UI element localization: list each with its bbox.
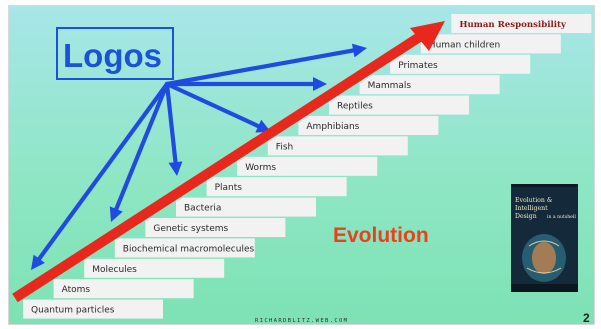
ladder-step-block xyxy=(298,116,439,135)
ladder-step-block xyxy=(23,299,163,319)
blue-arrowhead xyxy=(313,77,327,91)
blue-arrow-shaft xyxy=(164,81,261,129)
ladder-step: Worms xyxy=(237,156,378,176)
ladder-step-label: Worms xyxy=(245,163,276,173)
blue-arrowhead xyxy=(351,43,367,58)
blue-arrowhead xyxy=(31,254,45,270)
ladder-step-block xyxy=(420,34,561,54)
blue-arrowhead xyxy=(109,206,123,222)
ladder-step-label: Human children xyxy=(429,40,500,50)
ladder-step: Amphibians xyxy=(298,116,439,135)
logos-blue-arrows xyxy=(31,43,367,270)
ladder-step-label: Primates xyxy=(398,61,438,71)
ladder-step-label: Mammals xyxy=(368,81,412,91)
ladder-step-block xyxy=(176,197,316,217)
ladder-step-block xyxy=(145,218,286,237)
blue-arrowhead xyxy=(255,119,271,133)
ladder-step-label: Atoms xyxy=(62,285,91,295)
ladder-step: Fish xyxy=(267,136,408,156)
evolution-label: Evolution xyxy=(333,224,429,247)
ladder-step: Bacteria xyxy=(176,197,316,217)
red-arrowhead xyxy=(410,21,445,51)
ladder-step: Plants xyxy=(206,177,347,197)
ladder-step-block xyxy=(53,279,194,299)
ladder-step: Primates xyxy=(390,54,531,74)
page-number: 2 xyxy=(583,311,590,324)
footer-url: RICHARDBLITZ.WEB.COM xyxy=(255,318,348,324)
ladder-step: Human children xyxy=(420,34,561,54)
ladder-step: Biochemical macromolecules xyxy=(114,238,255,258)
logos-box xyxy=(56,27,174,80)
blue-arrow-shaft xyxy=(164,81,178,165)
ladder-step: Atoms xyxy=(53,279,194,299)
book-subtitle: in a nutshell xyxy=(547,214,576,220)
ladder-step-label: Reptiles xyxy=(337,102,373,112)
ladder-step-label: Human Responsibility xyxy=(459,20,567,30)
book-title-line-3: Design xyxy=(515,213,537,220)
ladder-step-block xyxy=(329,95,469,115)
blue-arrow-shaft xyxy=(164,48,356,87)
ladder-step: Molecules xyxy=(84,258,225,278)
ladder-step-block xyxy=(237,156,378,176)
ladder-step-label: Bacteria xyxy=(184,204,221,214)
blue-arrow-shaft xyxy=(37,81,170,261)
ladder-step: Quantum particles xyxy=(23,299,163,319)
book-cover: Evolution & Intelligent Design in a nuts… xyxy=(511,184,578,292)
ladder-step: Genetic systems xyxy=(145,218,286,237)
ladder-step: Human Responsibility xyxy=(451,14,592,33)
evolution-diagonal-arrow xyxy=(12,21,445,303)
ladder-step-block xyxy=(451,14,592,33)
ladder-step: Mammals xyxy=(359,75,500,95)
ladder-step-block xyxy=(267,136,408,156)
logos-title: Logos xyxy=(63,37,162,74)
blue-arrow-shaft xyxy=(114,81,170,212)
ladder-step-label: Biochemical macromolecules xyxy=(123,244,255,254)
ladder-step-label: Fish xyxy=(276,142,293,152)
red-arrow-shaft xyxy=(12,31,424,303)
blue-arrowhead xyxy=(168,161,183,176)
ladder-step-block xyxy=(206,177,347,197)
book-title-line-1: Evolution & xyxy=(515,197,553,204)
ladder-step-label: Amphibians xyxy=(306,122,359,132)
ladder-step: Reptiles xyxy=(329,95,469,115)
ladder-step-block xyxy=(359,75,500,95)
ladder-step-label: Quantum particles xyxy=(31,306,115,316)
ladder-step-label: Molecules xyxy=(92,265,137,275)
ladder-step-block xyxy=(114,238,255,258)
book-title-line-2: Intelligent xyxy=(515,205,548,212)
ladder-step-block xyxy=(84,258,225,278)
ladder-step-label: Plants xyxy=(215,183,243,193)
ladder-step-block xyxy=(390,54,531,74)
ladder-step-label: Genetic systems xyxy=(153,224,228,234)
